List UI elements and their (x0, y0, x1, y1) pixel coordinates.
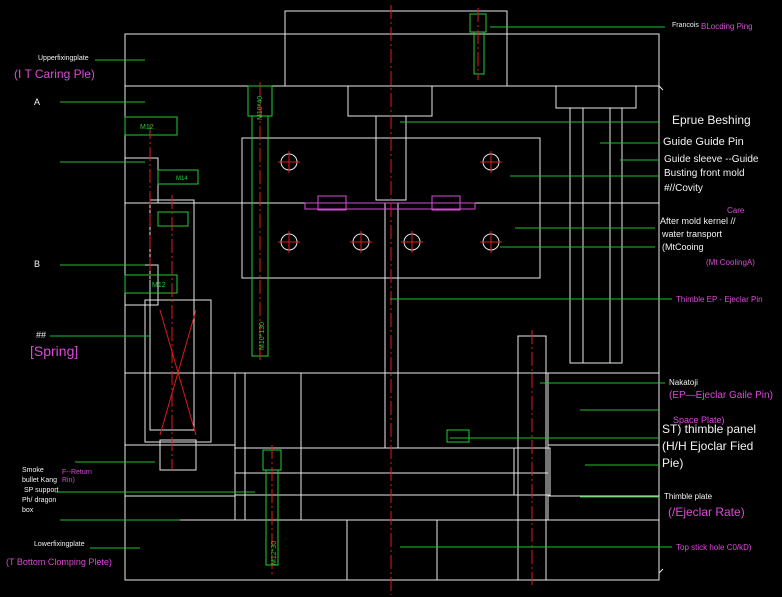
drawing-annotations: M12 M12 M14 M10*40 M10*130 M12*30 (140, 96, 278, 565)
guide-sleeve-head (555, 85, 637, 109)
m10-40-label: M10*40 (257, 96, 264, 120)
top-stick-hole-label: Top stick hole C0/kD) (676, 543, 752, 552)
a-plate-label: A (34, 97, 41, 107)
smoke-label-5: box (22, 507, 34, 514)
smoke-label-4: Ph/ dragon (22, 497, 57, 504)
cooling-channels (278, 151, 502, 253)
guide-pin-label: Guide Guide Pin (663, 136, 744, 148)
return-pin-label-2: Rin) (62, 477, 75, 484)
side-screw (124, 274, 178, 294)
top-stick-hole (346, 519, 438, 581)
lower-fixing-plate-label: Lowerfixingplate (34, 541, 85, 548)
m12-top-label: M12 (140, 124, 154, 131)
m12-30-label: M12*30 (271, 541, 278, 565)
space-block-right (547, 372, 660, 521)
locating-screw-shank (473, 31, 485, 75)
space-plate-label: Space Plate) (673, 415, 725, 425)
centerlines (149, 5, 533, 595)
side-block (124, 157, 159, 204)
gate-parts (304, 195, 476, 211)
ejector-rate-label: (/Ejeclar Rate) (668, 505, 745, 519)
after-mold-kernel-label: After mold kernel // (660, 216, 736, 226)
hh-ejector-field-label: (H/H Ejoclar Fied (662, 439, 754, 453)
b-plate-label: B (34, 259, 41, 269)
spring-mark-label: ## (36, 330, 47, 340)
upper-fixing-plate (124, 33, 660, 87)
upper-fixing-plate-label: Upperfixingplate (38, 55, 89, 62)
m14-label: M14 (176, 176, 188, 182)
leader-lines (50, 26, 672, 549)
spring-housing (144, 299, 212, 443)
guide-sleeve (569, 107, 623, 364)
plate-outlines (124, 10, 664, 581)
runner (304, 202, 476, 210)
cavity-label: #//Covity (664, 183, 703, 194)
sprue-bushing (347, 85, 433, 117)
ep-guide-label: (EP—Ejeclar Gaile Pin) (669, 390, 773, 401)
return-pin-label-1: F--Return (62, 469, 92, 476)
a-plate (124, 85, 660, 204)
thimble-ep-label: Thimble EP - Ejeclar Pin (676, 295, 763, 304)
mt-cooling-label: (Mt CoolingA) (706, 258, 755, 267)
spring-label: [Spring] (30, 343, 79, 359)
mtcooing-label: (MtCooing (662, 242, 704, 252)
side-screw (157, 169, 199, 185)
spring-x-mark (159, 309, 197, 436)
francois-label: Francois (672, 22, 699, 29)
busting-front-mold-label: Busting front mold (664, 168, 745, 179)
sprue-bushing-label: Eprue Beshing (672, 113, 751, 127)
m12-mid-label: M12 (152, 282, 166, 289)
return-pin-left (159, 439, 197, 471)
blocking-pin-label: BLocding Ping (701, 22, 753, 31)
m10-130-label: M10*130 (259, 322, 266, 350)
water-transport-label: water transport (662, 229, 723, 239)
smoke-label-3: SP support (24, 487, 59, 494)
lower-fixing-plate-alt-label: (T Bottom Clomping Plete) (6, 557, 112, 567)
thimble-plate-label: Thimble plate (664, 492, 713, 501)
guide-sleeve-label: Guide sleeve --Guide (664, 154, 759, 165)
st-thimble-panel-label: ST) thimble panel (662, 422, 757, 436)
smoke-label-2: bullet Kang (22, 477, 58, 484)
nakatoji-label: Nakatoji (669, 378, 698, 387)
lower-fixing-plate (124, 519, 660, 581)
smoke-label-1: Smoke (22, 467, 44, 474)
pie-label: Pie) (662, 456, 684, 470)
panel-screw (446, 429, 470, 443)
core-label: Care (727, 206, 745, 215)
space-block-left (124, 372, 236, 521)
side-screw (124, 116, 178, 136)
upper-fixing-plate-alt-label: (I T Caring Ple) (14, 67, 95, 81)
side-screw (157, 211, 189, 227)
support-pillar (244, 372, 302, 521)
